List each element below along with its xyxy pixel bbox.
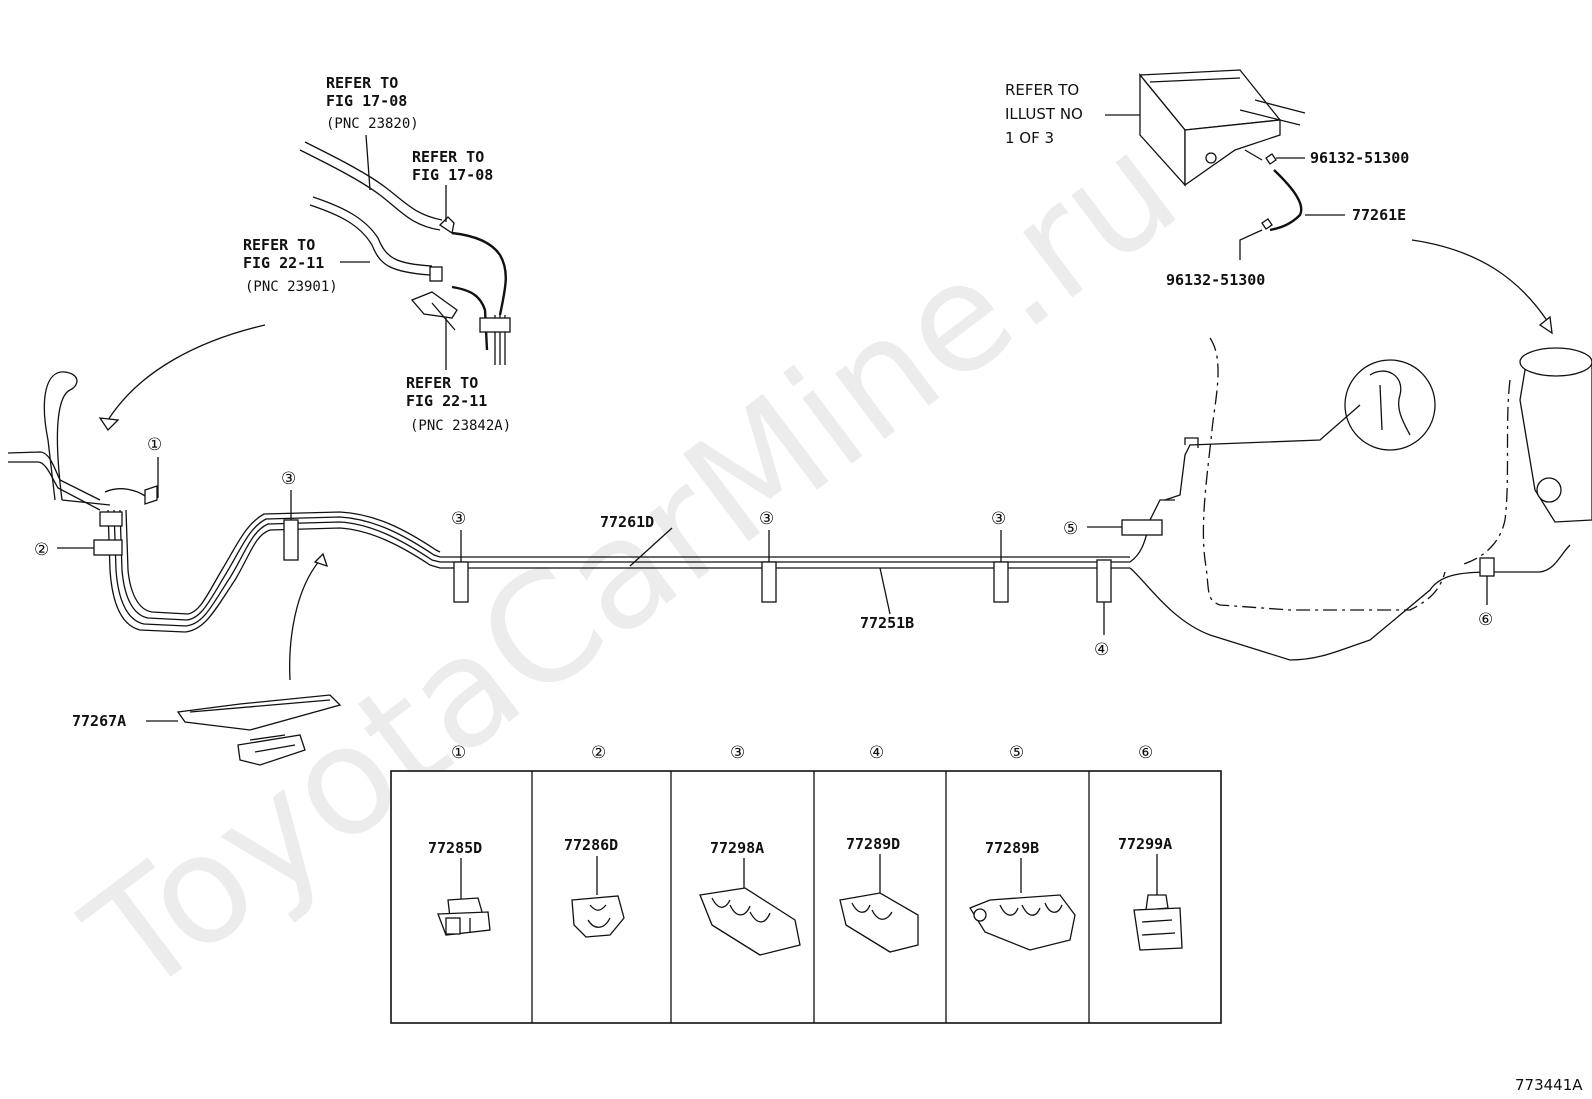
table-col-2-part: 77286D bbox=[564, 836, 618, 854]
svg-text:(PNC 23842A): (PNC 23842A) bbox=[410, 418, 511, 434]
clip-6-on-line bbox=[1479, 557, 1495, 577]
svg-text:FIG 17-08: FIG 17-08 bbox=[326, 92, 407, 110]
svg-text:1 OF 3: 1 OF 3 bbox=[1005, 129, 1054, 147]
svg-text:REFER TO: REFER TO bbox=[406, 374, 478, 392]
arrow-from-bracket bbox=[289, 559, 321, 681]
table-col-3-number: ③ bbox=[730, 743, 745, 763]
table-col-5-number: ⑤ bbox=[1009, 743, 1024, 763]
table-col-1-part: 77285D bbox=[428, 839, 482, 857]
table-col-5-part: 77289B bbox=[985, 839, 1039, 857]
table-col-3-part: 77298A bbox=[710, 839, 764, 857]
svg-text:REFER TO: REFER TO bbox=[243, 236, 315, 254]
clip-77285d-drawing bbox=[437, 897, 491, 936]
svg-text:REFER TO: REFER TO bbox=[412, 148, 484, 166]
callout-4: ④ bbox=[1094, 640, 1109, 660]
hose-77261e bbox=[1261, 153, 1303, 232]
part-77261e: 77261E bbox=[1352, 206, 1406, 224]
bracket-77267a bbox=[176, 694, 342, 766]
svg-text:REFER TO: REFER TO bbox=[1005, 81, 1079, 99]
arrow-to-front-clip bbox=[107, 324, 266, 421]
table-col-2-number: ② bbox=[591, 743, 606, 763]
clip-77289b-drawing bbox=[969, 894, 1076, 951]
svg-text:FIG 22-11: FIG 22-11 bbox=[406, 392, 487, 410]
illustration-id: 773441A bbox=[1515, 1076, 1583, 1094]
callout-3-c: ③ bbox=[759, 509, 774, 529]
part-77267a: 77267A bbox=[72, 712, 126, 730]
callout-3-b: ③ bbox=[451, 509, 466, 529]
clip-77298a-drawing bbox=[699, 887, 801, 956]
callout-3-a: ③ bbox=[281, 469, 296, 489]
callout-2: ② bbox=[34, 540, 49, 560]
arrow-to-tank bbox=[1411, 239, 1549, 323]
table-col-1-number: ① bbox=[451, 743, 466, 763]
clip-3-on-line-a bbox=[283, 519, 299, 561]
clip-77299a-drawing bbox=[1133, 894, 1183, 951]
svg-text:REFER TO: REFER TO bbox=[326, 74, 398, 92]
svg-text:FIG 22-11: FIG 22-11 bbox=[243, 254, 324, 272]
clip-2-on-line bbox=[93, 539, 123, 556]
callout-6: ⑥ bbox=[1478, 610, 1493, 630]
refer-label-fig22-11-pnc23842a: REFER TO FIG 22-11 (PNC 23842A) bbox=[406, 374, 511, 434]
fuel-tank-unit bbox=[1519, 347, 1592, 523]
clip-3-on-line-d bbox=[993, 561, 1009, 603]
table-col-4-number: ④ bbox=[869, 743, 884, 763]
clip-1-on-line bbox=[99, 511, 123, 527]
svg-text:FIG 17-08: FIG 17-08 bbox=[412, 166, 493, 184]
clip-3-on-line-b bbox=[453, 561, 469, 603]
part-96132-51300-top: 96132-51300 bbox=[1310, 149, 1409, 167]
table-col-6-number: ⑥ bbox=[1138, 743, 1153, 763]
callout-3-d: ③ bbox=[991, 509, 1006, 529]
clip-3-on-line-c bbox=[761, 561, 777, 603]
table-col-4-part: 77289D bbox=[846, 835, 900, 853]
refer-label-illust-no-1-of-3: REFER TO ILLUST NO 1 OF 3 bbox=[1005, 81, 1083, 147]
main-fuel-lines bbox=[107, 404, 1571, 661]
callout-1: ① bbox=[147, 435, 162, 455]
fuel-tank-outline bbox=[1202, 337, 1511, 611]
clip-5-on-line bbox=[1121, 519, 1163, 536]
clip-table: ① ② ③ ④ ⑤ ⑥ 77285D 77286D 77298A 77289D … bbox=[390, 743, 1222, 1024]
charcoal-canister bbox=[1138, 69, 1306, 187]
refer-label-fig22-11-pnc23901: REFER TO FIG 22-11 (PNC 23901) bbox=[243, 236, 338, 295]
refer-label-fig17-08-pnc23820: REFER TO FIG 17-08 (PNC 23820) bbox=[326, 74, 419, 132]
refer-hose-assembly bbox=[299, 141, 511, 365]
clip-4-on-line bbox=[1096, 559, 1112, 603]
clip-77286d-drawing bbox=[571, 895, 625, 938]
front-hose-loop bbox=[7, 371, 158, 511]
part-77251b: 77251B bbox=[860, 614, 914, 632]
refer-label-fig17-08: REFER TO FIG 17-08 bbox=[412, 148, 493, 184]
svg-text:(PNC 23820): (PNC 23820) bbox=[326, 116, 419, 132]
callout-5: ⑤ bbox=[1063, 519, 1078, 539]
svg-text:(PNC 23901): (PNC 23901) bbox=[245, 279, 338, 295]
part-96132-51300-bottom: 96132-51300 bbox=[1166, 271, 1265, 289]
svg-text:ILLUST NO: ILLUST NO bbox=[1005, 105, 1083, 123]
part-77261d: 77261D bbox=[600, 513, 654, 531]
clip-77289d-drawing bbox=[839, 892, 919, 953]
table-col-6-part: 77299A bbox=[1118, 835, 1172, 853]
